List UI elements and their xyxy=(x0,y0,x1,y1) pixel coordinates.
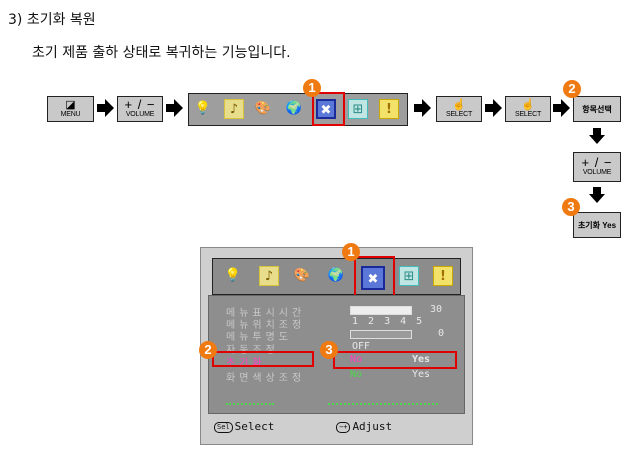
osd-row-label: 화면색상조정 xyxy=(226,373,306,384)
sel-key-icon: Sel xyxy=(214,422,233,433)
picture-icon[interactable]: ♪ xyxy=(259,266,279,286)
osd-color-no[interactable]: No xyxy=(350,369,363,380)
osd-row-value: 0 xyxy=(438,328,445,339)
osd-color-yes[interactable]: Yes xyxy=(412,369,431,380)
osd-icon-strip: 💡 ♪ 🎨 🌍 ✖ ⊞ ! xyxy=(188,93,408,126)
volume-button[interactable]: + / − VOLUME xyxy=(117,96,163,122)
section-description: 초기 제품 출하 상태로 복귀하는 기능입니다. xyxy=(32,45,291,61)
select-button[interactable]: ☝ SELECT xyxy=(436,96,482,122)
step-badge-2: 2 xyxy=(563,80,581,98)
adjust-key-icon: −+ xyxy=(336,422,351,433)
lightbulb-icon[interactable]: 💡 xyxy=(224,268,242,283)
palette-icon[interactable]: 🎨 xyxy=(293,268,311,283)
step-badge-2-osd: 2 xyxy=(199,341,217,359)
picture-icon[interactable]: ♪ xyxy=(224,99,244,119)
osd-icon-strip-large: 💡 ♪ 🎨 🌍 ✖ ⊞ ! xyxy=(212,258,461,295)
osd-row-label: 메뉴표시시간 xyxy=(226,308,306,319)
lightbulb-icon[interactable]: 💡 xyxy=(194,101,212,116)
palette-icon[interactable]: 🎨 xyxy=(254,101,272,116)
osd-reset-no[interactable]: No xyxy=(350,354,363,365)
exclamation-icon[interactable]: ! xyxy=(379,99,399,119)
globe-icon[interactable]: 🌍 xyxy=(285,101,303,116)
section-heading: 3) 초기화 복원 xyxy=(8,12,96,28)
highlight-box-tools xyxy=(312,92,345,126)
globe-icon[interactable]: 🌍 xyxy=(327,268,345,283)
osd-row-label: 메뉴투명도 xyxy=(226,332,292,343)
exclamation-icon[interactable]: ! xyxy=(433,266,453,286)
osd-row-label: 자동조정 xyxy=(226,345,279,356)
osd-row-value: 1 2 3 4 5 xyxy=(352,316,425,327)
highlight-box-tools-osd xyxy=(354,256,395,298)
highlight-box-reset-yes xyxy=(333,351,457,369)
step-badge-3: 3 xyxy=(562,198,580,216)
select-button-2[interactable]: ☝ SELECT xyxy=(505,96,551,122)
osd-bar-menu-time[interactable] xyxy=(350,306,412,315)
osd-row-label: 메뉴위치조정 xyxy=(226,320,306,331)
osd-status-left xyxy=(226,396,274,405)
step-badge-3-osd: 3 xyxy=(320,341,338,359)
reset-yes-button[interactable]: 초기화 Yes xyxy=(573,212,621,238)
item-select-button[interactable]: 항목선택 xyxy=(573,96,621,122)
osd-status-right xyxy=(328,396,438,405)
volume-button-2[interactable]: + / − VOLUME xyxy=(573,152,621,182)
menu-button[interactable]: ◪ MENU xyxy=(47,96,94,122)
info-icon[interactable]: ⊞ xyxy=(348,99,368,119)
tools-icon[interactable]: ✖ xyxy=(316,99,336,119)
osd-row-value: OFF xyxy=(352,341,371,352)
tools-icon[interactable]: ✖ xyxy=(361,266,385,290)
osd-bar-transparency[interactable] xyxy=(350,330,412,339)
info-icon[interactable]: ⊞ xyxy=(399,266,419,286)
step-badge-1-osd: 1 xyxy=(342,243,360,261)
step-badge-1: 1 xyxy=(303,79,321,97)
osd-row-label-reset: 초기화 xyxy=(226,358,266,369)
osd-footer-adjust: −+Adjust xyxy=(336,420,392,433)
hand-pointer-icon: ☝ xyxy=(521,99,535,111)
menu-square-icon: ◪ xyxy=(65,99,76,111)
osd-row-value: 30 xyxy=(430,304,443,315)
osd-reset-yes[interactable]: Yes xyxy=(412,354,431,365)
hand-pointer-icon: ☝ xyxy=(452,99,466,111)
highlight-box-reset-label xyxy=(212,351,314,367)
